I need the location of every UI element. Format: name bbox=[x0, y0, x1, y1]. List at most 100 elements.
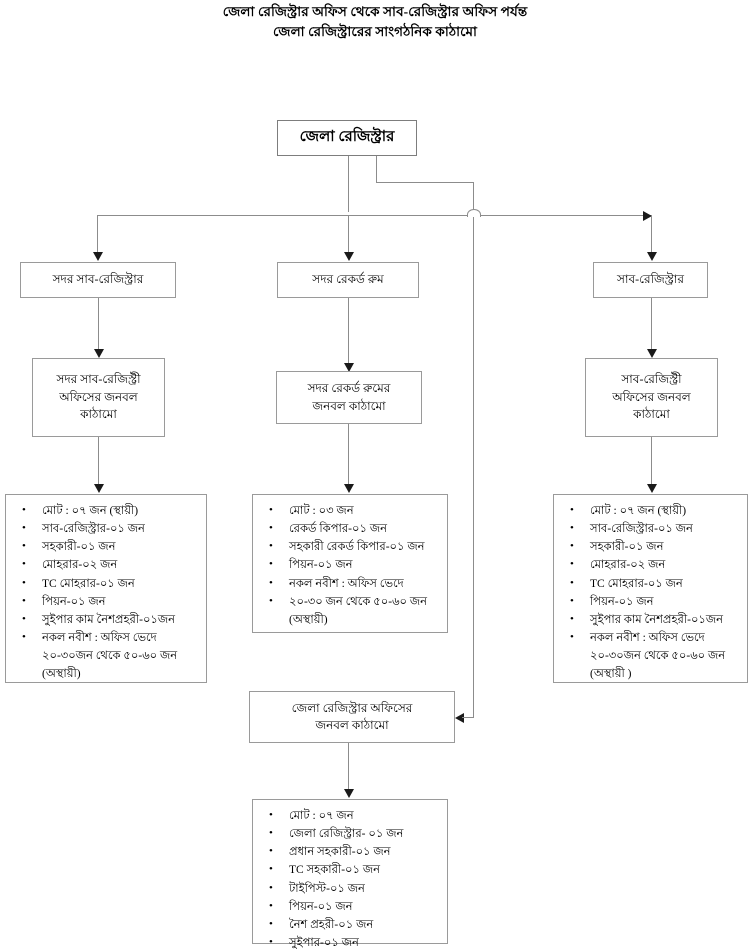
list-item: •মোট : ০৭ জন bbox=[259, 807, 441, 825]
list-item-label: সাব-রেজিস্ট্রার-০১ জন bbox=[42, 523, 145, 536]
connector-l2-l3-left bbox=[98, 298, 99, 352]
list-item: •মোহরার-০২ জন bbox=[12, 556, 200, 574]
bullet-icon: • bbox=[269, 576, 273, 589]
arrow-bar-end-right bbox=[643, 211, 652, 221]
list-item: • মোট : ০৭ জন (স্থায়ী) bbox=[560, 502, 741, 520]
bullet-icon: • bbox=[269, 594, 273, 607]
arrow-to-dr-office-list bbox=[344, 789, 354, 798]
bullet-icon: • bbox=[269, 917, 273, 930]
list-sadar-sub-registry-items: • মোট : ০৭ জন (স্থায়ী) • সাব-রেজিস্ট্রার-০… bbox=[12, 502, 200, 684]
connector-root-stub-right bbox=[376, 156, 377, 182]
list-item: • নকল নবীশ : অফিস ভেদে ২০-৩০জন থেকে ৫০-৬০… bbox=[560, 629, 741, 683]
connector-root-stub-center bbox=[348, 156, 349, 212]
list-sub-registry-items: •মোট : ০৭ জন (স্থায়ী)•সাব-রেজিস্ট্রার-০… bbox=[560, 502, 741, 684]
arrow-to-record-room-structure bbox=[344, 363, 354, 372]
node-sadar-sub-registrar-label: সদর সাব-রেজিস্ট্রার bbox=[52, 272, 144, 287]
connector-distribution-bar-right bbox=[479, 215, 651, 216]
list-item: •নকল নবীশ : অফিস ভেদে ২০-৩০জন থেকে ৫০-৬০… bbox=[12, 629, 200, 683]
node-sadar-sub-registry-structure[interactable]: সদর সাব-রেজিস্ট্রী অফিসের জনবল কাঠামো bbox=[32, 358, 165, 437]
list-item-label: পিয়ন-০১ জন bbox=[42, 595, 106, 608]
arrow-to-sadar-sub-registry-structure bbox=[94, 349, 104, 358]
bullet-icon: • bbox=[269, 504, 273, 516]
bullet-icon: • bbox=[269, 936, 273, 949]
list-district-registrar-office-items: •মোট : ০৭ জন•জেলা রেজিস্ট্রার- ০১ জন•প্র… bbox=[259, 807, 441, 949]
bullet-icon: • bbox=[570, 594, 574, 607]
chart-title-line-2: জেলা রেজিস্ট্রারের সাংগঠনিক কাঠামো bbox=[272, 23, 478, 39]
bullet-icon: • bbox=[269, 522, 273, 535]
bullet-icon: • bbox=[22, 576, 26, 589]
connector-drop-right bbox=[651, 215, 652, 258]
list-item-label: সুইপার কাম নৈশপ্রহরী-০১জন bbox=[590, 613, 724, 626]
bullet-icon: • bbox=[269, 881, 273, 894]
arrow-to-sadar-record-room bbox=[344, 252, 354, 261]
node-sadar-record-room[interactable]: সদর রেকর্ড রুম bbox=[277, 262, 419, 298]
list-item: •সহকারী-০১ জন bbox=[560, 538, 741, 556]
list-item: • সুইপার-০১ জন bbox=[259, 934, 441, 949]
list-item-label: টাইপিস্ট-০১ জন bbox=[289, 882, 365, 895]
list-item-label: নৈশ প্রহরী-০১ জন bbox=[289, 918, 374, 931]
list-item-label: সুইপার-০১ জন bbox=[289, 937, 359, 949]
list-item: • ২০-৩০ জন থেকে ৫০-৬০ জন (অস্থায়ী) bbox=[259, 593, 441, 629]
list-item-label: মোট : ০৩ জন bbox=[289, 505, 354, 517]
arrow-to-record-room-list bbox=[344, 484, 354, 493]
list-item-label: মোহরার-০২ জন bbox=[42, 559, 118, 572]
list-item-label: সহকারী রেকর্ড কিপার-০১ জন bbox=[289, 541, 425, 554]
list-sadar-record-room-items: •মোট : ০৩ জন•রেকর্ড কিপার-০১ জন•সহকারী র… bbox=[259, 502, 441, 629]
list-item-label: নকল নবীশ : অফিস ভেদে ২০-৩০জন থেকে ৫০-৬০ … bbox=[590, 632, 726, 681]
list-item: • TC সহকারী-০১ জন bbox=[259, 861, 441, 879]
node-district-registrar-label: জেলা রেজিস্ট্রার bbox=[299, 129, 395, 146]
list-sub-registry: •মোট : ০৭ জন (স্থায়ী)•সাব-রেজিস্ট্রার-০… bbox=[553, 494, 748, 683]
bullet-icon: • bbox=[22, 594, 26, 607]
node-sub-registrar-label: সাব-রেজিস্ট্রার bbox=[617, 272, 684, 287]
list-item: •সুইপার কাম নৈশপ্রহরী-০১জন bbox=[560, 611, 741, 629]
list-item: • প্রধান সহকারী-০১ জন bbox=[259, 843, 441, 861]
list-item: • টাইপিস্ট-০১ জন bbox=[259, 880, 441, 898]
list-item: •মোহরার-০২ জন bbox=[560, 556, 741, 574]
connector-l3-list-left bbox=[98, 437, 99, 487]
bullet-icon: • bbox=[269, 863, 273, 876]
list-item-label: TC সহকারী-০১ জন bbox=[289, 864, 381, 877]
list-item-label: TC মোহরার-০১ জন bbox=[590, 577, 683, 590]
node-sub-registry-structure-label: সাব-রেজিস্ট্রী অফিসের জনবল কাঠামো bbox=[612, 372, 691, 422]
bullet-icon: • bbox=[570, 576, 574, 589]
list-item-label: সহকারী-০১ জন bbox=[590, 541, 664, 554]
bullet-icon: • bbox=[269, 827, 273, 840]
list-item: •পিয়ন-০১ জন bbox=[560, 593, 741, 611]
list-item: • TC মোহরার-০১ জন bbox=[560, 575, 741, 593]
connector-l3-list-center bbox=[348, 424, 349, 487]
list-item: • পিয়ন-০১ জন bbox=[12, 593, 200, 611]
bullet-icon: • bbox=[269, 899, 273, 912]
arrow-to-sub-registrar bbox=[647, 252, 657, 261]
bullet-icon: • bbox=[269, 845, 273, 858]
node-sub-registrar[interactable]: সাব-রেজিস্ট্রার bbox=[593, 262, 708, 298]
connector-root-elbow bbox=[376, 182, 474, 183]
list-item: •রেকর্ড কিপার-০১ জন bbox=[259, 520, 441, 538]
connector-drop-left bbox=[97, 215, 98, 258]
list-item-label: সহকারী-০১ জন bbox=[42, 541, 116, 554]
list-item: •সহকারী রেকর্ড কিপার-০১ জন bbox=[259, 538, 441, 556]
list-item: • মোট : ০৭ জন (স্থায়ী) bbox=[12, 502, 200, 520]
bullet-icon: • bbox=[570, 504, 574, 516]
list-district-registrar-office: •মোট : ০৭ জন•জেলা রেজিস্ট্রার- ০১ জন•প্র… bbox=[252, 799, 448, 949]
node-sadar-sub-registrar[interactable]: সদর সাব-রেজিস্ট্রার bbox=[20, 262, 176, 298]
list-item: •সাব-রেজিস্ট্রার-০১ জন bbox=[560, 520, 741, 538]
list-item-label: মোট : ০৭ জন (স্থায়ী) bbox=[590, 505, 687, 517]
connector-l3-list-right bbox=[651, 437, 652, 487]
list-item: •পিয়ন-০১ জন bbox=[259, 898, 441, 916]
bullet-icon: • bbox=[22, 504, 26, 516]
bullet-icon: • bbox=[22, 631, 26, 644]
list-item-label: পিয়ন-০১ জন bbox=[289, 559, 353, 572]
list-item: •TC মোহরার-০১ জন bbox=[12, 575, 200, 593]
node-dr-office-structure[interactable]: জেলা রেজিস্ট্রার অফিসের জনবল কাঠামো bbox=[249, 691, 455, 743]
list-item-label: সাব-রেজিস্ট্রার-০১ জন bbox=[590, 523, 693, 536]
list-item-label: মোট : ০৭ জন (স্থায়ী) bbox=[42, 505, 139, 517]
bullet-icon: • bbox=[22, 540, 26, 553]
node-district-registrar[interactable]: জেলা রেজিস্ট্রার bbox=[277, 120, 417, 156]
bullet-icon: • bbox=[570, 631, 574, 644]
list-item-label: ২০-৩০ জন থেকে ৫০-৬০ জন (অস্থায়ী) bbox=[289, 595, 428, 626]
bullet-icon: • bbox=[22, 522, 26, 535]
node-record-room-structure[interactable]: সদর রেকর্ড রুমের জনবল কাঠামো bbox=[276, 371, 422, 424]
list-item-label: প্রধান সহকারী-০১ জন bbox=[289, 846, 391, 859]
node-sub-registry-structure[interactable]: সাব-রেজিস্ট্রী অফিসের জনবল কাঠামো bbox=[585, 358, 718, 437]
